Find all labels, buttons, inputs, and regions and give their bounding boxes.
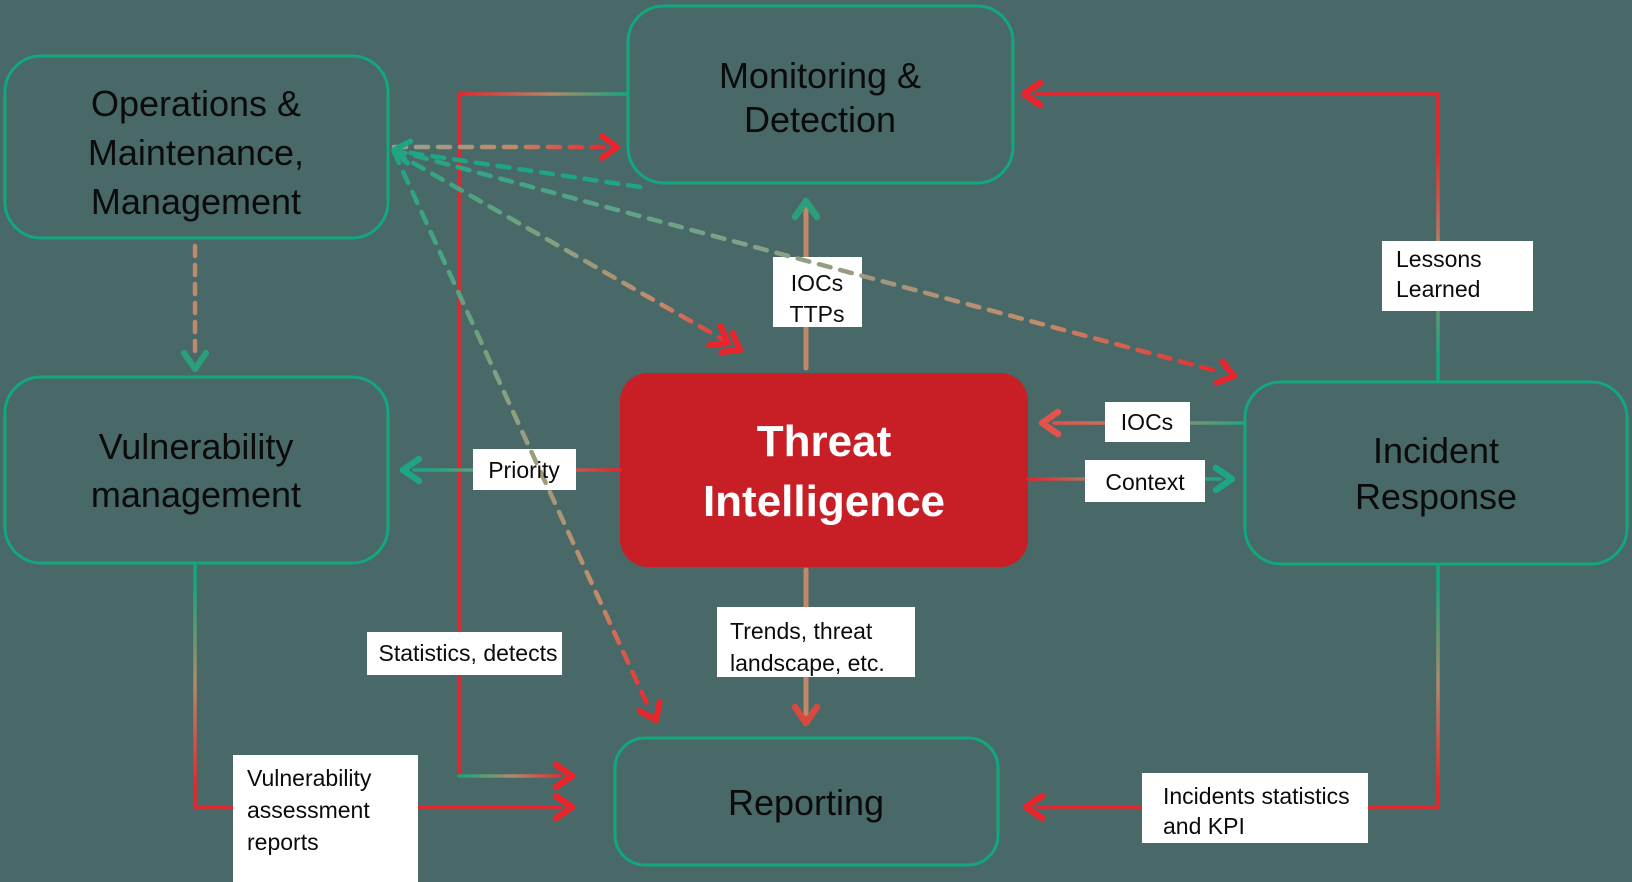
vulnerability-reports-label-line3: reports (247, 829, 319, 855)
label-box-statistics-detects (367, 632, 562, 675)
trends-label-line1: Trends, threat (730, 618, 873, 644)
monitoring-title-line2: Detection (744, 99, 896, 140)
incidents-kpi-label-line2: and KPI (1163, 813, 1245, 839)
node-boxes (3, 4, 1629, 867)
context-label: Context (1105, 469, 1185, 495)
statistics-detects-label: Statistics, detects (379, 640, 558, 666)
lessons-learned-label-line1: Lessons (1396, 246, 1482, 272)
label-box-priority (473, 449, 576, 490)
arrowhead-priority-into-vulnerability (399, 455, 423, 485)
edge-incident-reporting-kpi (1036, 564, 1440, 809)
vulnerability-reports-label-line1: Vulnerability (247, 765, 372, 791)
node-incident-response-box (1243, 380, 1629, 566)
vulnerability-reports-label-line2: assessment (247, 797, 370, 823)
node-threat-intelligence-box (620, 373, 1028, 567)
arrowhead-kpi-into-reporting (1022, 792, 1046, 822)
node-titles: Operations & Maintenance, Management Mon… (88, 55, 1517, 823)
reporting-title: Reporting (728, 782, 884, 823)
label-box-iocs-ttps (773, 257, 862, 327)
arrowhead-iocs-ttps-into-monitoring (791, 197, 821, 221)
incidents-kpi-label-line1: Incidents statistics (1163, 783, 1350, 809)
dashed-edges (181, 133, 1237, 723)
iocs-ttps-label-line1: IOCs (791, 270, 843, 296)
edge-label-texts: IOCs TTPs Lessons Learned IOCs Context P… (247, 246, 1482, 855)
incident-response-title-line2: Response (1355, 476, 1517, 517)
edge-monitoring-operations-dashed (401, 149, 643, 190)
label-box-context (1085, 460, 1205, 502)
edge-operations-incident-dashed (391, 147, 1223, 375)
trends-label-line2: landscape, etc. (730, 650, 885, 676)
vulnerability-title-line2: management (91, 474, 301, 515)
label-box-lessons-learned (1382, 241, 1533, 311)
label-box-trends (717, 607, 915, 677)
operations-title-line2: Maintenance, (88, 132, 304, 173)
arrowhead-statistics-into-reporting (552, 761, 576, 791)
arrowhead-into-reporting-dashed (636, 698, 663, 723)
label-box-iocs (1105, 402, 1190, 442)
operations-title-line1: Operations & (91, 83, 301, 124)
lessons-learned-label-line2: Learned (1396, 276, 1480, 302)
operations-title-line3: Management (91, 181, 301, 222)
threat-intelligence-title-line2: Intelligence (703, 477, 945, 526)
arrowhead-into-ti-dashed-1 (706, 322, 731, 349)
arrowhead-iocs-into-ti (1038, 408, 1062, 438)
edge-vulnerability-reporting (193, 561, 562, 809)
monitoring-title-line1: Monitoring & (719, 55, 921, 96)
arrowhead-into-vulnerability (181, 350, 209, 372)
label-box-incidents-kpi (1142, 773, 1368, 843)
node-operations-box (3, 54, 390, 240)
arrowhead-into-incident-dashed (1213, 358, 1237, 386)
node-reporting-box (613, 736, 1000, 867)
label-box-vulnerability-reports (233, 755, 418, 882)
priority-label: Priority (488, 457, 560, 483)
node-vulnerability-box (3, 375, 390, 565)
iocs-ttps-label-line2: TTPs (790, 301, 845, 327)
vulnerability-title-line1: Vulnerability (99, 426, 294, 467)
edge-operations-reporting-dashed (391, 149, 651, 709)
edge-operations-ti-dashed (391, 149, 725, 342)
arrowhead-vuln-reports-into-reporting (552, 792, 576, 822)
arrowhead-trends-into-reporting (791, 703, 821, 727)
arrowhead-into-ti-dashed-2 (718, 329, 743, 356)
arrowhead-context-into-incident (1212, 464, 1236, 494)
edge-label-boxes (233, 241, 1533, 882)
incident-response-title-line1: Incident (1373, 430, 1499, 471)
iocs-label: IOCs (1121, 409, 1173, 435)
threat-intelligence-title-line1: Threat (757, 417, 892, 466)
arrowhead-into-monitoring-dashed (599, 133, 620, 161)
arrowhead-lessons-into-monitoring (1020, 79, 1044, 109)
